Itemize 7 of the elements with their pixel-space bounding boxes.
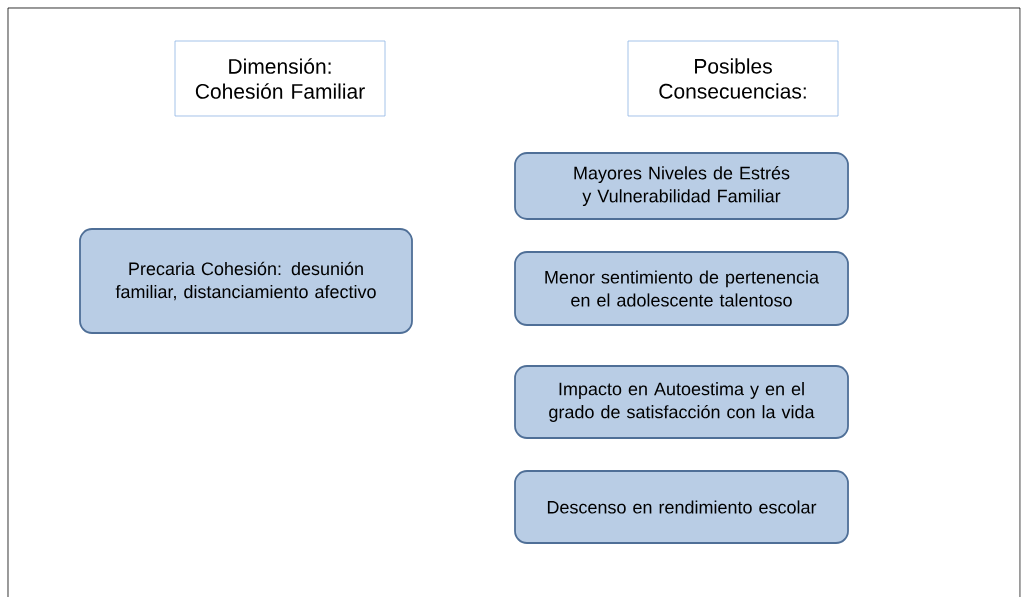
rounded-box: Impacto en Autoestima y en el grado de satisfacción con la vida (514, 365, 849, 439)
rounded-box: Descenso en rendimiento escolar (514, 470, 849, 544)
heading-box: Dimensión: Cohesión Familiar (174, 40, 386, 117)
heading-box: Posibles Consecuencias: (627, 40, 839, 117)
rounded-box: Precaria Cohesión: desunión familiar, distanciamiento afectivo (79, 228, 413, 334)
rounded-box: Menor sentimiento de pertenencia en el adolescente talentoso (514, 251, 849, 326)
rounded-box: Mayores Niveles de Estrés y Vulnerabilidad Familiar (514, 152, 849, 220)
